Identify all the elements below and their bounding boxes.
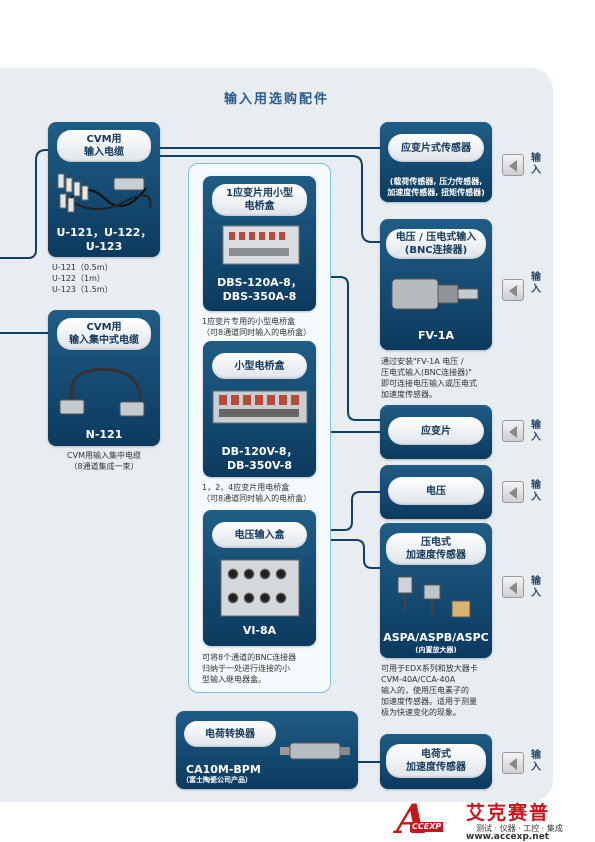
card-label: 应变片式传感器 [388, 134, 484, 162]
card-cvm-input-cable[interactable]: CVM用 输入电缆 U-121，U-122， U-123 [48, 122, 160, 257]
card-voltage-input-box[interactable]: 电压输入盒 VI-8A [203, 510, 316, 646]
card-label: 电压输入盒 [212, 522, 307, 548]
input-arrow-strain-sensor[interactable] [502, 154, 524, 176]
card-bnc-input[interactable]: 电压 / 压电式输入 (BNC连接器) FV-1A [380, 219, 492, 350]
card-label: 电荷转换器 [184, 721, 276, 747]
card-single-gauge-bridge-box[interactable]: 1应变片用小型 电桥盒 DBS-120A-8， DBS-350A-8 [203, 176, 316, 311]
caption-piezo: 可用于EDX系列和放大器卡 CVM-40A/CCA-40A 输入的，使用压电素子… [381, 664, 478, 717]
bridge-box-photo [222, 225, 300, 265]
wire-voltage-box-to-voltage [316, 491, 380, 531]
card-model: DB-120V-8， DB-350V-8 [221, 445, 298, 472]
input-arrow-strain-gauge[interactable] [502, 420, 524, 442]
card-model: ASPA/ASPB/ASPC [383, 631, 489, 644]
card-strain-gauge[interactable]: 应变片 [380, 405, 492, 459]
card-model: U-121，U-122， U-123 [56, 226, 152, 253]
card-label: CVM用 输入集中式电缆 [57, 318, 151, 350]
card-label: 电压 [388, 477, 484, 505]
card-voltage[interactable]: 电压 [380, 465, 492, 519]
logo-mark-sub: CCEXP [410, 822, 444, 832]
card-label: CVM用 输入电缆 [57, 130, 151, 162]
logo-name: 艾克赛普 [466, 802, 551, 824]
brand-logo[interactable]: A CCEXP 艾克赛普 测试 · 仪器 · 工控 · 集成 www.accex… [396, 800, 595, 842]
card-piezo-accelerometer[interactable]: 压电式 加速度传感器 ASPA/ASPB/ASPC (内置放大器) [380, 523, 492, 658]
accelerometer-photo [397, 576, 471, 618]
input-arrow-label: 输 入 [531, 480, 541, 503]
caption-bridge-small: 1，2，4应变片用电桥盒 （可8通道同时输入的电桥盒） [202, 483, 312, 503]
wire-bridge1-to-strain-gauge [316, 276, 380, 421]
logo-tagline: 测试 · 仪器 · 工控 · 集成 [476, 824, 563, 833]
card-label: 电压 / 压电式输入 (BNC连接器) [386, 229, 486, 259]
card-charge-accelerometer[interactable]: 电荷式 加速度传感器 [380, 734, 492, 789]
logo-mark: A [396, 796, 428, 842]
card-label: 应变片 [388, 417, 484, 445]
bnc-connector-photo [391, 278, 479, 310]
input-arrow-label: 输 入 [531, 420, 541, 443]
caption-cable-lengths: U-121（0.5m） U-122（1m） U-123（1.5m） [52, 263, 113, 294]
input-arrow-label: 输 入 [531, 153, 541, 176]
bundle-cable-photo [59, 368, 145, 417]
charge-converter-photo [280, 742, 350, 760]
card-label: 小型电桥盒 [212, 353, 307, 379]
card-sub: (内置放大器) [415, 646, 457, 654]
voltage-box-photo [220, 559, 300, 617]
card-model: FV-1A [418, 329, 454, 342]
input-arrow-bnc[interactable] [502, 279, 524, 301]
wire-left-to-cvm-cable [0, 149, 50, 259]
input-arrow-label: 输 入 [531, 750, 541, 773]
card-cvm-bundle-cable[interactable]: CVM用 输入集中式电缆 N-121 [48, 310, 160, 446]
card-label: 1应变片用小型 电桥盒 [212, 184, 307, 216]
card-sub: (载荷传感器, 压力传感器, 加速度传感器, 扭矩传感器) [387, 177, 485, 197]
card-model: CA10M-BPM [186, 763, 261, 776]
caption-bridge1: 1应变片专用的小型电桥盒 （可8通道同时输入的电桥盒） [202, 317, 312, 337]
wire-voltage-box-to-piezo [316, 539, 380, 569]
small-bridge-box-photo [212, 390, 308, 424]
page-title: 输入用选购配件 [223, 92, 329, 107]
card-charge-converter[interactable]: 电荷转换器 CA10M-BPM （富士陶瓷公司产品） [176, 711, 358, 789]
card-small-bridge-box[interactable]: 小型电桥盒 DB-120V-8， DB-350V-8 [203, 341, 316, 477]
card-model: VI-8A [242, 624, 277, 637]
caption-bnc: 通过安装"FV-1A 电压 / 压电式输入(BNC连接器)" 即可连接电压输入或… [381, 357, 477, 399]
card-sub: （富士陶瓷公司产品） [182, 776, 252, 784]
input-arrow-label: 输 入 [531, 272, 541, 295]
logo-url: www.accexp.net [466, 832, 550, 842]
cable-photo [57, 173, 152, 213]
input-arrow-piezo[interactable] [502, 576, 524, 598]
caption-voltage-box: 可将8个通道的BNC连接器 归纳于一处进行连接的小 型输入继电器盒。 [202, 653, 297, 684]
caption-bundle: CVM用输入集中电缆 （8通道集成一束） [67, 451, 141, 471]
input-arrow-voltage[interactable] [502, 481, 524, 503]
input-arrow-charge-sensor[interactable] [502, 752, 524, 774]
card-model: DBS-120A-8， DBS-350A-8 [217, 276, 302, 303]
wire-cvm-to-bnc [160, 155, 380, 243]
card-strain-type-sensor[interactable]: 应变片式传感器 (载荷传感器, 压力传感器, 加速度传感器, 扭矩传感器) [380, 122, 492, 202]
card-label: 压电式 加速度传感器 [386, 533, 486, 565]
card-model: N-121 [85, 428, 123, 441]
card-label: 电荷式 加速度传感器 [386, 744, 486, 778]
input-arrow-label: 输 入 [531, 576, 541, 599]
